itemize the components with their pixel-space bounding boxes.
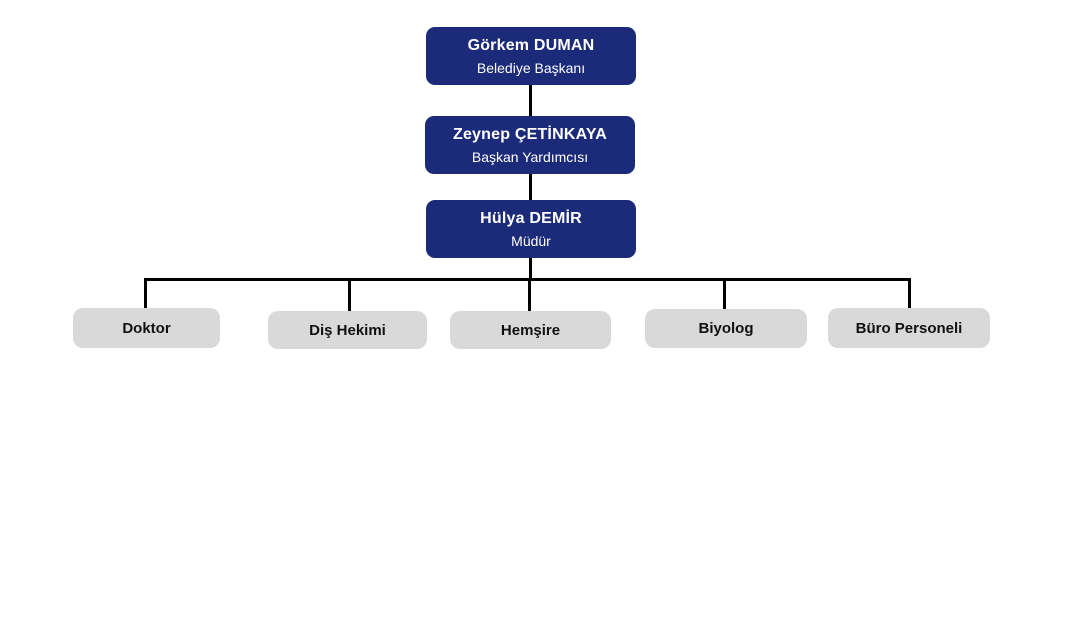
- connector-drop-buro-personeli: [908, 278, 911, 308]
- node-role-label: Hemşire: [500, 321, 561, 339]
- org-node-baskan-yardimcisi: Zeynep ÇETİNKAYA Başkan Yardımcısı: [425, 116, 635, 174]
- node-person-name: Görkem DUMAN: [467, 36, 595, 54]
- connector-drop-hemsire: [528, 278, 531, 311]
- connector-drop-dis-hekimi: [348, 278, 351, 311]
- org-node-belediye-baskani: Görkem DUMAN Belediye Başkanı: [426, 27, 636, 85]
- node-role-label: Büro Personeli: [855, 319, 963, 337]
- node-person-name: Hülya DEMİR: [480, 209, 582, 227]
- org-node-buro-personeli: Büro Personeli: [828, 308, 990, 348]
- org-node-mudur: Hülya DEMİR Müdür: [426, 200, 636, 258]
- connector-vertical-2: [529, 174, 532, 200]
- org-node-biyolog: Biyolog: [645, 309, 807, 348]
- org-node-doktor: Doktor: [73, 308, 220, 348]
- connector-horizontal: [144, 278, 911, 281]
- node-role-label: Biyolog: [698, 320, 754, 337]
- node-role-label: Diş Hekimi: [309, 321, 386, 339]
- org-node-dis-hekimi: Diş Hekimi: [268, 311, 427, 349]
- node-person-title: Başkan Yardımcısı: [471, 148, 589, 165]
- connector-vertical-3: [529, 258, 532, 278]
- connector-vertical-1: [529, 85, 532, 116]
- connector-drop-biyolog: [723, 278, 726, 309]
- connector-drop-doktor: [144, 278, 147, 308]
- node-person-name: Zeynep ÇETİNKAYA: [452, 125, 608, 143]
- node-person-title: Belediye Başkanı: [476, 59, 586, 76]
- node-role-label: Doktor: [122, 319, 171, 337]
- org-node-hemsire: Hemşire: [450, 311, 611, 349]
- node-person-title: Müdür: [511, 232, 551, 249]
